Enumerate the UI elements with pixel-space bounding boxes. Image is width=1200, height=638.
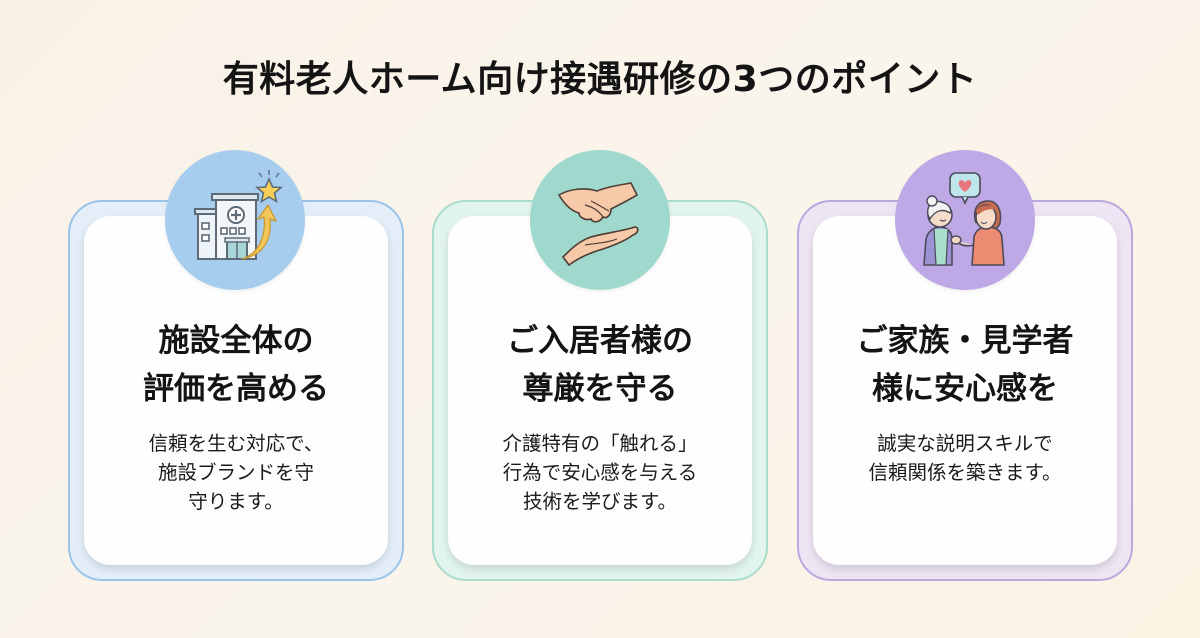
card-heading: ご入居者様の 尊厳を守る	[507, 323, 693, 407]
caring-hands-icon	[557, 182, 639, 267]
card-heading: 施設全体の 評価を高める	[143, 323, 329, 407]
card-description: 誠実な説明スキルで 信頼関係を築きます。	[868, 432, 1062, 484]
icon-circle-purple	[895, 150, 1035, 290]
card-description: 介護特有の「触れる」 行為で安心感を与える 技術を学びます。	[502, 432, 698, 513]
icon-circle-teal	[530, 150, 670, 290]
hospital-building-star-arrow-icon	[194, 170, 284, 260]
card-heading: ご家族・見学者 様に安心感を	[856, 323, 1074, 407]
card-description: 信頼を生む対応で、 施設ブランドを守 守ります。	[148, 432, 324, 513]
page-title: 有料老人ホーム向け接遇研修の3つのポイント	[222, 59, 978, 100]
icon-circle-blue	[165, 150, 305, 290]
point-card-family-reassurance: ご家族・見学者 様に安心感を 誠実な説明スキルで 信頼関係を築きます。	[797, 200, 1133, 581]
elderly-woman-conversation-heart-icon	[923, 172, 1005, 266]
